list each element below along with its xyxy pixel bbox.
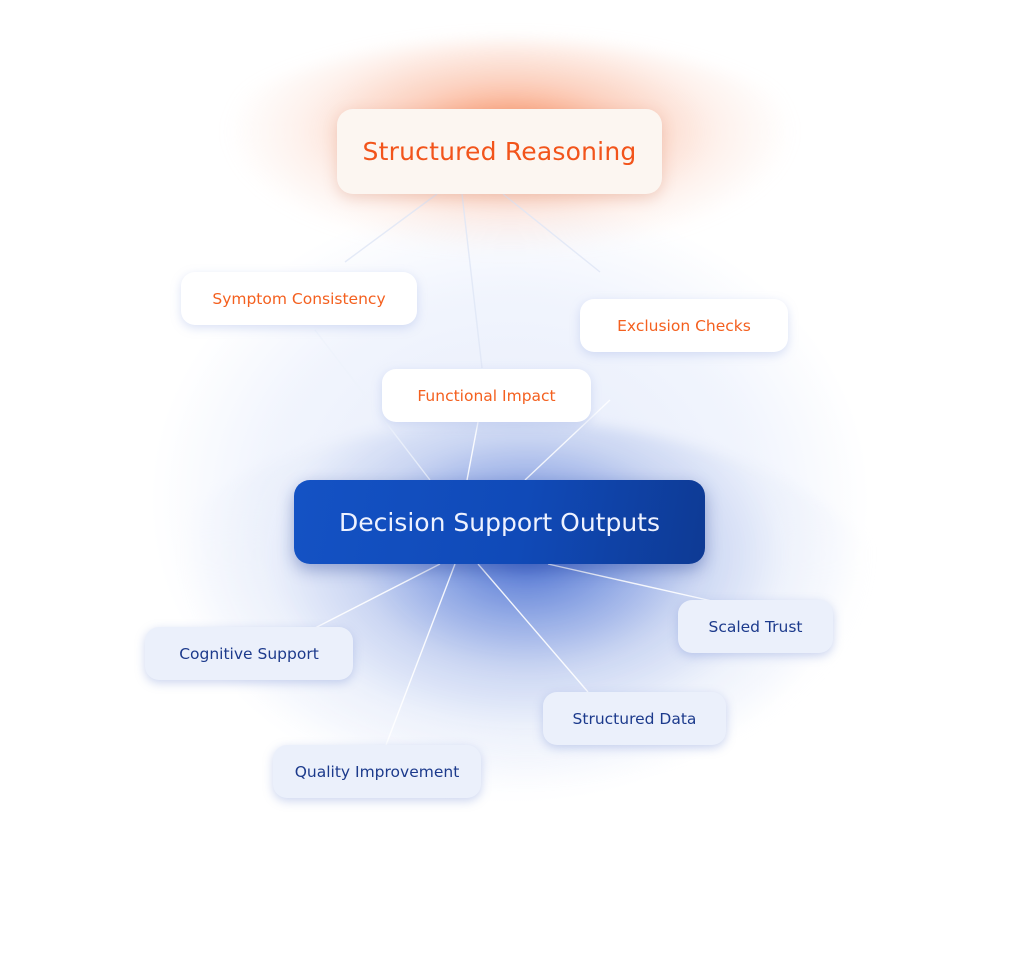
link-functional-center [466, 421, 479, 481]
node-structured-reasoning: Structured Reasoning [337, 109, 662, 194]
node-label: Symptom Consistency [212, 289, 386, 308]
node-functional-impact: Functional Impact [382, 369, 591, 422]
link-center-structured-data [477, 563, 589, 693]
node-cognitive-support: Cognitive Support [145, 627, 353, 680]
node-quality-improvement: Quality Improvement [273, 745, 481, 798]
node-decision-support-outputs: Decision Support Outputs [294, 480, 705, 564]
link-symptom-center [314, 329, 431, 481]
node-scaled-trust: Scaled Trust [678, 600, 833, 653]
node-symptom-consistency: Symptom Consistency [181, 272, 417, 325]
node-label: Scaled Trust [708, 617, 803, 636]
link-exclusion-center [524, 399, 611, 481]
link-reasoning-symptom [344, 193, 438, 263]
node-exclusion-checks: Exclusion Checks [580, 299, 788, 352]
node-label: Functional Impact [417, 386, 556, 405]
link-center-quality [385, 563, 456, 746]
node-label: Exclusion Checks [617, 316, 751, 335]
node-label: Structured Data [572, 709, 697, 728]
node-structured-data: Structured Data [543, 692, 726, 745]
link-reasoning-functional [461, 193, 483, 369]
node-label: Quality Improvement [294, 762, 460, 781]
link-center-cognitive [314, 563, 441, 629]
node-label: Decision Support Outputs [338, 507, 661, 537]
node-label: Cognitive Support [179, 644, 319, 663]
link-center-trust [547, 563, 713, 602]
link-reasoning-exclusion [502, 193, 601, 273]
node-label: Structured Reasoning [362, 137, 637, 166]
